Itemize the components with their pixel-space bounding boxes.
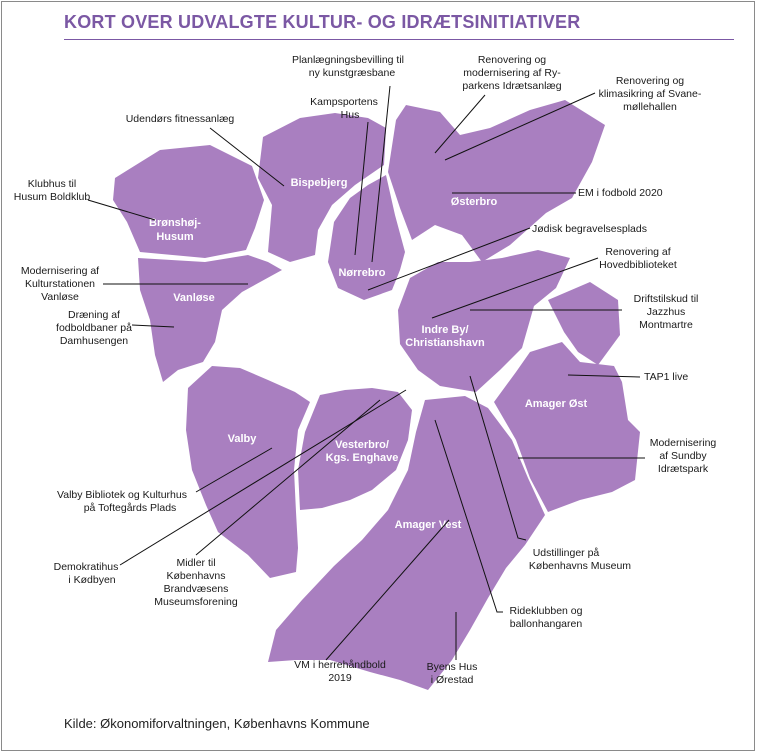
leader-line (131, 324, 175, 328)
leader-line (367, 227, 531, 291)
district-shape-amager-ost-north (548, 282, 620, 365)
leader-line (325, 519, 450, 661)
annotation-jodisk-begravelsesplads: Jødisk begravelsesplads (532, 223, 647, 235)
district-shape-vanlose (138, 255, 282, 382)
map-title: KORT OVER UDVALGTE KULTUR- OG IDRÆTSINIT… (64, 12, 581, 32)
district-label-vesterbro: Vesterbro/Kgs. Enghave (326, 439, 399, 464)
annotation-tap1-live: TAP1 live (644, 371, 688, 383)
district-label-bispebjerg: Bispebjerg (291, 177, 348, 189)
leader-line (567, 374, 641, 378)
district-label-vanlose: Vanløse (173, 292, 215, 304)
district-label-indre-by: Indre By/Christianshavn (405, 324, 485, 349)
leader-line (371, 85, 391, 263)
title-rule (64, 39, 734, 40)
leader-line (209, 127, 285, 187)
district-shape-norrebro (328, 175, 405, 300)
district-label-osterbro: Østerbro (451, 196, 498, 208)
annotation-em-2020: EM i fodbold 2020 (578, 187, 663, 199)
district-label-bronshoj-husum: Brønshøj-Husum (149, 217, 201, 243)
leader-line (119, 389, 407, 566)
annotation-fitnessanlaeg: Udendørs fitnessanlæg (126, 113, 235, 125)
leader-line (195, 399, 381, 556)
district-shape-bronshoj-husum (113, 145, 264, 258)
district-shape-bispebjerg (258, 113, 386, 262)
district-label-amager-ost: Amager Øst (525, 398, 588, 410)
leader-line (469, 375, 527, 541)
leader-line (434, 419, 503, 613)
district-label-valby: Valby (228, 433, 258, 445)
leader-line (195, 447, 273, 493)
district-label-amager-vest: Amager Vest (395, 519, 462, 531)
district-shape-vesterbro (298, 388, 412, 510)
leader-line (87, 199, 156, 221)
leader-line (431, 257, 599, 319)
source-note: Kilde: Økonomiforvaltningen, Københavns … (64, 716, 370, 731)
district-shape-amager-vest (268, 396, 545, 690)
leader-line (354, 121, 369, 256)
leader-line (434, 94, 486, 154)
district-shape-osterbro (388, 100, 605, 262)
district-shape-indre-by (398, 250, 570, 392)
leader-line (444, 92, 596, 161)
district-label-norrebro: Nørrebro (338, 267, 385, 279)
district-shape-valby (186, 366, 310, 578)
district-shape-amager-ost (494, 342, 640, 512)
